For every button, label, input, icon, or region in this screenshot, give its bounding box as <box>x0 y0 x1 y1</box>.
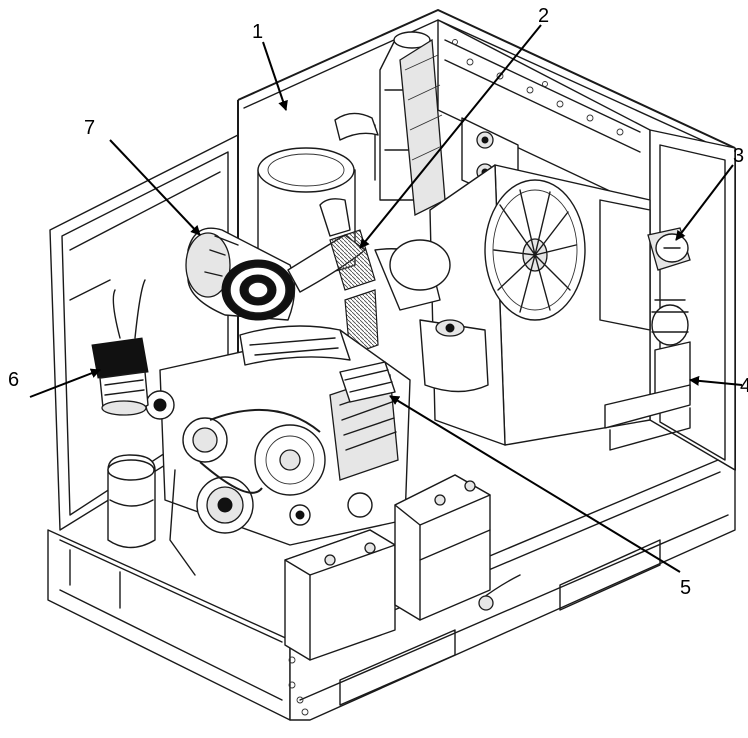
leader-3 <box>675 164 734 241</box>
leader-5 <box>389 395 681 573</box>
fuel-water-separator <box>91 279 149 416</box>
base-bolts <box>288 656 309 716</box>
callout-5: 5 <box>680 577 692 599</box>
callout-4: 4 <box>740 375 748 397</box>
back-panel-bolts <box>452 39 624 136</box>
leader-4 <box>689 375 743 386</box>
leader-2 <box>359 24 542 249</box>
callout-7: 7 <box>84 117 96 139</box>
engine-block <box>145 325 411 576</box>
callout-6: 6 <box>8 369 20 391</box>
leader-7 <box>109 139 201 236</box>
mounting-bracket <box>604 299 691 451</box>
lower-left-canister <box>107 454 156 549</box>
callout-2: 2 <box>538 5 550 27</box>
callout-leaders <box>29 24 743 573</box>
leader-1 <box>262 41 288 111</box>
leader-6 <box>29 368 101 398</box>
callout-1: 1 <box>252 21 264 43</box>
coolant-reservoir <box>419 319 489 393</box>
exhaust-stack <box>379 31 446 217</box>
base-frame <box>47 459 736 721</box>
intake-hoses <box>287 198 451 356</box>
batteries <box>284 474 521 661</box>
air-filter <box>185 227 296 321</box>
cooling-fan <box>484 179 586 321</box>
callout-3: 3 <box>733 145 745 167</box>
